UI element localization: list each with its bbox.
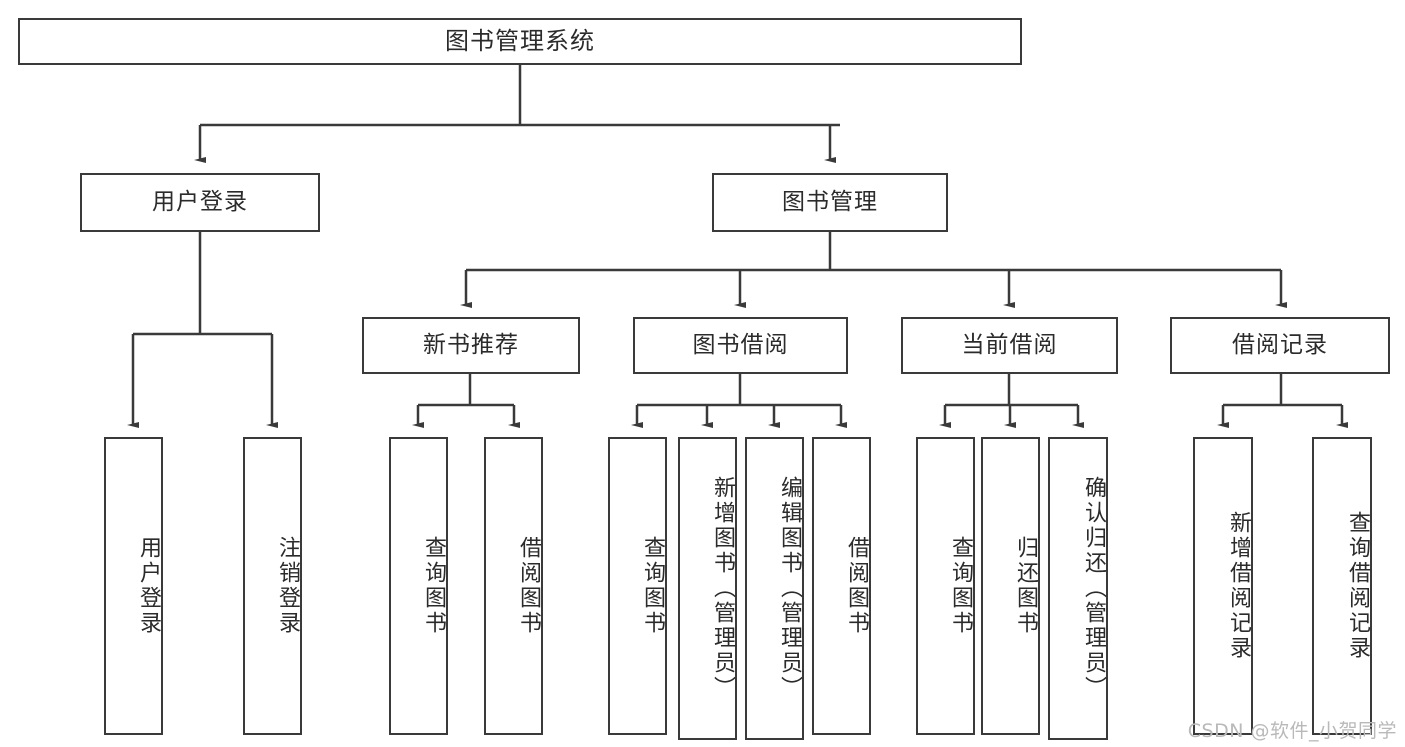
node-current-borrow[interactable]: 当前借阅	[901, 317, 1118, 374]
leaf-user-login[interactable]: 用户登录	[104, 437, 163, 735]
leaf-edit-book[interactable]: 编辑图书（管理员）	[745, 437, 804, 740]
leaf-add-record[interactable]: 新增借阅记录	[1193, 437, 1253, 735]
leaf-label: 注销登录	[275, 536, 300, 636]
leaf-label: 查询图书	[421, 536, 446, 636]
leaf-borrow-book-2[interactable]: 借阅图书	[812, 437, 871, 735]
leaf-label: 查询图书	[640, 536, 665, 636]
node-book-borrow[interactable]: 图书借阅	[633, 317, 848, 374]
leaf-label: 查询借阅记录	[1345, 511, 1370, 661]
leaf-query-book-3[interactable]: 查询图书	[916, 437, 975, 735]
leaf-return-book[interactable]: 归还图书	[981, 437, 1040, 735]
node-book-management[interactable]: 图书管理	[712, 173, 948, 232]
node-user-login[interactable]: 用户登录	[80, 173, 320, 232]
leaf-add-book[interactable]: 新增图书（管理员）	[678, 437, 737, 740]
watermark-text: CSDN @软件_小贺同学	[1187, 720, 1397, 742]
leaf-borrow-book-1[interactable]: 借阅图书	[484, 437, 543, 735]
leaf-query-book-1[interactable]: 查询图书	[389, 437, 448, 735]
leaf-query-book-2[interactable]: 查询图书	[608, 437, 667, 735]
leaf-label: 编辑图书（管理员）	[777, 476, 802, 701]
node-new-book-recommend[interactable]: 新书推荐	[362, 317, 580, 374]
leaf-label: 新增图书（管理员）	[710, 476, 735, 701]
node-root-system[interactable]: 图书管理系统	[18, 18, 1022, 65]
leaf-label: 查询图书	[948, 536, 973, 636]
leaf-label: 用户登录	[136, 536, 161, 636]
leaf-logout[interactable]: 注销登录	[243, 437, 302, 735]
leaf-label: 借阅图书	[516, 536, 541, 636]
leaf-confirm-return[interactable]: 确认归还（管理员）	[1048, 437, 1108, 740]
node-borrow-record[interactable]: 借阅记录	[1170, 317, 1390, 374]
leaf-label: 归还图书	[1013, 536, 1038, 636]
leaf-query-record[interactable]: 查询借阅记录	[1312, 437, 1372, 735]
leaf-label: 确认归还（管理员）	[1081, 476, 1106, 701]
leaf-label: 新增借阅记录	[1226, 511, 1251, 661]
leaf-label: 借阅图书	[844, 536, 869, 636]
